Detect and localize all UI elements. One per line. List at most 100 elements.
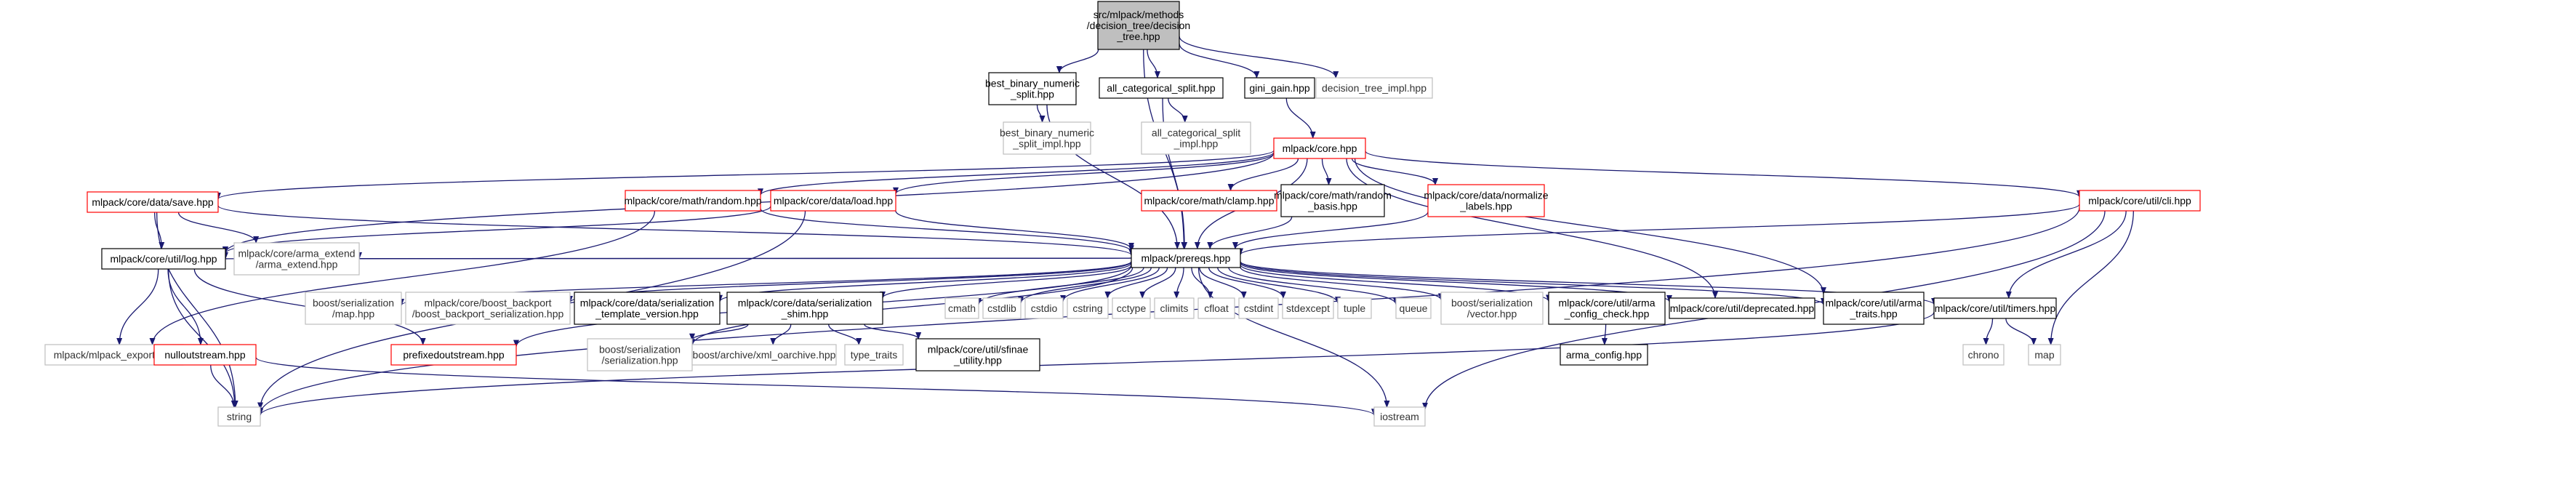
node-label: mlpack/core/boost_backport — [424, 297, 551, 309]
node-label: src/mlpack/methods — [1094, 9, 1184, 20]
dependency-edge-rbasis-to-prereqs — [1207, 216, 1293, 249]
node-label: arma_config.hpp — [1566, 349, 1642, 361]
graph-node-sertv[interactable]: mlpack/core/data/serialization_template_… — [574, 292, 721, 325]
dependency-edge-root-to-dtimpl — [1179, 36, 1339, 79]
node-box — [2079, 190, 2201, 212]
node-label: decision_tree_impl.hpp — [1322, 82, 1427, 94]
graph-node-cli[interactable]: mlpack/core/util/cli.hpp — [2079, 190, 2201, 212]
node-box — [1154, 297, 1195, 319]
node-label: cstdint — [1244, 302, 1274, 314]
node-label: _config_check.hpp — [1564, 308, 1650, 320]
node-box — [726, 292, 883, 325]
graph-node-string: string — [217, 406, 261, 427]
graph-node-cmath: cmath — [944, 297, 979, 319]
graph-node-tuple: tuple — [1337, 297, 1372, 319]
node-label: /vector.hpp — [1467, 308, 1517, 320]
graph-node-bbackport: mlpack/core/boost_backport/boost_backpor… — [405, 292, 571, 325]
graph-node-prereqs[interactable]: mlpack/prereqs.hpp — [1131, 248, 1241, 268]
dependency-edge-prereqs-to-tuple — [1217, 267, 1341, 305]
graph-node-nullout[interactable]: nulloutstream.hpp — [153, 344, 257, 366]
dependency-edge-gini-to-core — [1285, 97, 1316, 139]
dependency-edge-dsave-to-string — [156, 212, 238, 408]
node-label: nulloutstream.hpp — [164, 349, 246, 361]
node-label: mlpack/core/data/serialization — [738, 297, 872, 309]
node-label: boost/serialization — [599, 344, 681, 356]
graph-node-map: map — [2028, 344, 2061, 366]
graph-node-stdexcept: stdexcept — [1282, 297, 1334, 319]
graph-node-sershim[interactable]: mlpack/core/data/serialization_shim.hpp — [726, 292, 883, 325]
node-label: stdexcept — [1286, 302, 1330, 314]
dependency-edge-timers-to-string — [257, 312, 1935, 417]
graph-node-armatraits[interactable]: mlpack/core/util/arma_traits.hpp — [1823, 292, 1925, 325]
dependency-edge-acs-to-acsimpl — [1168, 97, 1188, 123]
graph-node-gini[interactable]: gini_gain.hpp — [1244, 77, 1315, 99]
graph-node-acs[interactable]: all_categorical_split.hpp — [1099, 77, 1224, 99]
graph-node-normlab[interactable]: mlpack/core/data/normalize_labels.hpp — [1424, 184, 1549, 217]
dependency-edge-timers-to-map — [2005, 318, 2037, 345]
dependency-edge-prereqs-to-cstdio — [1060, 267, 1160, 302]
node-box — [1548, 292, 1666, 325]
node-box — [217, 406, 261, 427]
node-label: type_traits — [851, 349, 898, 361]
dependency-edge-nullout-to-string — [210, 364, 237, 408]
node-label: mlpack/core/arma_extend — [238, 248, 355, 260]
graph-node-sfinae[interactable]: mlpack/core/util/sfinae_utility.hpp — [915, 338, 1040, 371]
node-box — [844, 344, 904, 366]
node-label: mlpack/core/util/deprecated.hpp — [1670, 302, 1815, 314]
node-box — [305, 292, 402, 325]
graph-node-dtimpl: decision_tree_impl.hpp — [1315, 77, 1433, 99]
node-box — [1131, 248, 1241, 268]
graph-node-queue: queue — [1395, 297, 1432, 319]
dependency-edge-core-to-dsave — [215, 150, 1275, 200]
node-label: cmath — [948, 302, 976, 314]
graph-node-armacfg[interactable]: mlpack/core/util/arma_config_check.hpp — [1548, 292, 1666, 325]
dependency-edge-core-to-clamp — [1227, 158, 1299, 191]
dependency-edge-log-to-nullout — [167, 268, 204, 345]
node-box — [1427, 184, 1545, 217]
node-box — [1395, 297, 1432, 319]
node-box — [1141, 121, 1251, 155]
dependency-edge-prereqs-to-cstdint — [1199, 267, 1247, 299]
graph-node-cstring: cstring — [1067, 297, 1109, 319]
graph-node-root[interactable]: src/mlpack/methods/decision_tree/decisio… — [1087, 1, 1190, 50]
dependency-edge-core-to-cli — [1365, 150, 2082, 198]
node-label: _utility.hpp — [953, 355, 1002, 366]
dependency-edge-prereqs-to-iostream — [1197, 267, 1390, 408]
graph-node-prefixed[interactable]: prefixedoutstream.hpp — [390, 344, 517, 366]
graph-node-dload[interactable]: mlpack/core/data/load.hpp — [770, 190, 896, 212]
node-box — [1273, 137, 1366, 159]
graph-node-bbn[interactable]: best_binary_numeric_split.hpp — [985, 72, 1080, 105]
node-label: _impl.hpp — [1173, 138, 1219, 150]
node-box — [982, 297, 1022, 319]
dependency-edge-mrandom-to-mlexport — [149, 210, 656, 345]
node-box — [1282, 297, 1334, 319]
node-box — [1823, 292, 1925, 325]
graph-node-chrono: chrono — [1962, 344, 2005, 366]
node-box — [770, 190, 896, 212]
node-label: tuple — [1344, 302, 1366, 314]
graph-node-armaconfig[interactable]: arma_config.hpp — [1560, 344, 1648, 366]
graph-node-mrandom[interactable]: mlpack/core/math/random.hpp — [624, 190, 762, 212]
node-box — [233, 242, 360, 276]
dependency-edge-cli-to-prereqs — [1237, 204, 2080, 256]
graph-node-cstdio: cstdio — [1024, 297, 1064, 319]
node-box — [1112, 297, 1151, 319]
graph-node-deprecated[interactable]: mlpack/core/util/deprecated.hpp — [1669, 297, 1815, 319]
node-box — [1024, 297, 1064, 319]
graph-node-dsave[interactable]: mlpack/core/data/save.hpp — [87, 191, 219, 213]
node-label: chrono — [1968, 349, 1999, 361]
graph-node-timers[interactable]: mlpack/core/util/timers.hpp — [1933, 297, 2057, 319]
node-label: _shim.hpp — [781, 308, 829, 320]
graph-node-bsser: boost/serialization/serialization.hpp — [587, 338, 693, 371]
dependency-edge-sershim-to-sfinae — [864, 324, 922, 340]
graph-node-core[interactable]: mlpack/core.hpp — [1273, 137, 1366, 159]
graph-node-rbasis[interactable]: mlpack/core/math/random_basis.hpp — [1274, 184, 1392, 217]
node-box — [1280, 184, 1385, 217]
node-box — [1337, 297, 1372, 319]
graph-node-log[interactable]: mlpack/core/util/log.hpp — [101, 248, 226, 270]
node-box — [1315, 77, 1433, 99]
node-box — [1197, 297, 1235, 319]
node-label: boost/serialization — [1451, 297, 1533, 309]
graph-node-clamp[interactable]: mlpack/core/math/clamp.hpp — [1141, 190, 1277, 212]
node-box — [405, 292, 571, 325]
